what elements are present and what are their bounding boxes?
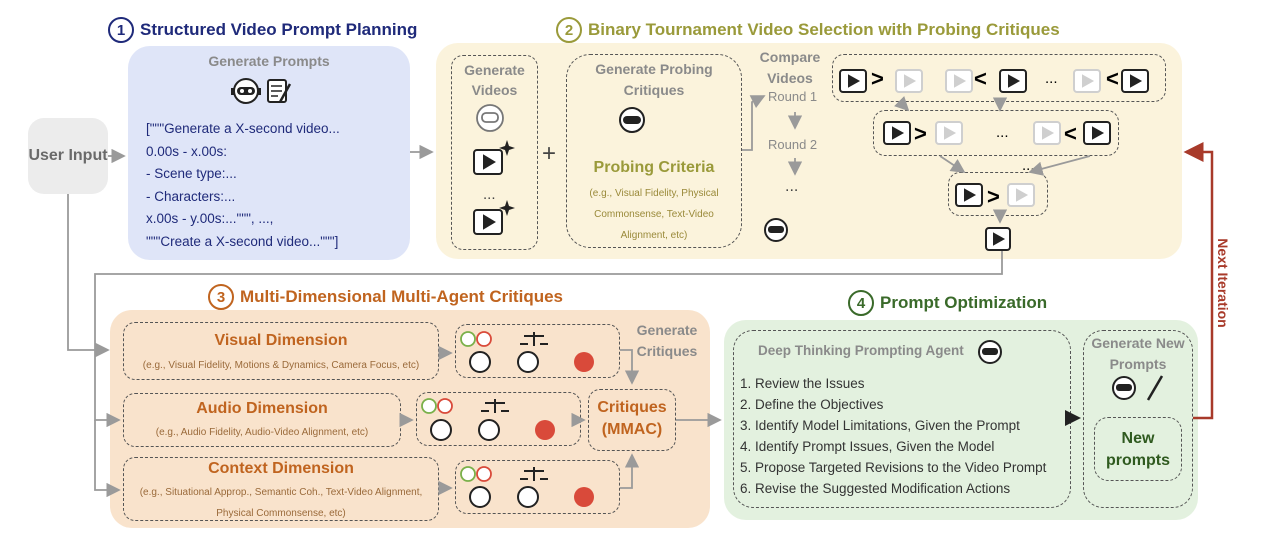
step-item: 1. Review the Issues [740, 376, 865, 391]
round-2-label: Round 2 [768, 137, 818, 152]
probing-header: Generate Probing Critiques [595, 61, 713, 98]
step-item: 4. Identify Prompt Issues, Given the Mod… [740, 439, 995, 454]
next-iteration-wrap: Next Iteration [1203, 230, 1243, 340]
user-input-label: User Input [28, 147, 108, 164]
compare-symbol: < [1106, 66, 1119, 91]
prompt-line: """Create a X-second video..."""] [146, 233, 339, 249]
section-4-title: 4 Prompt Optimization [848, 290, 1047, 316]
section-1-label: Structured Video Prompt Planning [140, 20, 418, 39]
prompt-line: - Characters:... [146, 188, 236, 204]
section-2-title: 2 Binary Tournament Video Selection with… [556, 17, 1060, 43]
visual-dimension-box: Visual Dimension (e.g., Visual Fidelity,… [123, 322, 439, 380]
mmac-box: Critiques (MMAC) [588, 389, 676, 451]
round-1-label: Round 1 [768, 89, 818, 104]
probing-box: Generate Probing Critiques Probing Crite… [566, 54, 742, 248]
audio-dimension-title: Audio Dimension [196, 400, 328, 417]
agent-steps: 1. Review the Issues 2. Define the Objec… [740, 373, 1046, 499]
prompt-line: ["""Generate a X-second video... [146, 121, 340, 136]
prompt-line: 0.00s - x.00s: [146, 143, 228, 159]
new-prompts-inner: New prompts [1094, 417, 1182, 481]
agent-box: Deep Thinking Prompting Agent 1. Review … [733, 330, 1071, 508]
prompt-planning-panel: Generate Prompts ["""Generate a X-second… [128, 46, 410, 260]
compare-ellipsis: ... [996, 124, 1009, 141]
audio-dimension-sub: (e.g., Audio Fidelity, Audio-Video Align… [155, 427, 369, 438]
context-agents-box [455, 460, 620, 514]
new-prompts-label: New prompts [1106, 430, 1170, 469]
section-1-title: 1 Structured Video Prompt Planning [108, 17, 417, 43]
section-4-number: 4 [848, 290, 874, 316]
compare-symbol: > [987, 184, 1000, 209]
section-2-label: Binary Tournament Video Selection with P… [588, 20, 1060, 39]
section-2-number: 2 [556, 17, 582, 43]
compare-ellipsis: ... [1045, 70, 1058, 87]
compare-symbol: > [871, 66, 884, 91]
prompt-text: ["""Generate a X-second video... 0.00s -… [146, 118, 340, 253]
new-prompts-header: Generate New Prompts [1091, 335, 1185, 372]
tournament-panel [436, 43, 1182, 259]
plus-sign: + [542, 140, 557, 167]
step-item: 6. Revise the Suggested Modification Act… [740, 481, 1011, 496]
compare-symbol: < [1064, 121, 1077, 146]
section-3-title: 3 Multi-Dimensional Multi-Agent Critique… [208, 284, 563, 310]
step-item: 3. Identify Model Limitations, Given the… [740, 418, 1020, 433]
generate-videos-box: Generate Videos [451, 55, 538, 250]
probing-criteria-title: Probing Criteria [593, 159, 715, 176]
compare-symbol: < [974, 66, 987, 91]
new-prompts-box: Generate New Prompts New prompts [1083, 330, 1193, 508]
section-4-label: Prompt Optimization [880, 293, 1048, 312]
visual-dimension-sub: (e.g., Visual Fidelity, Motions & Dynami… [142, 360, 420, 371]
agent-label: Deep Thinking Prompting Agent [758, 343, 964, 358]
round-ellipsis: ... [785, 178, 799, 195]
user-input-box: User Input [28, 118, 108, 194]
compare-ellipsis: ... [1022, 157, 1035, 174]
arrow-user-to-critiques [67, 194, 110, 358]
mmac-label: Critiques (MMAC) [597, 399, 667, 438]
audio-agents-box [416, 392, 581, 446]
audio-dimension-box: Audio Dimension (e.g., Audio Fidelity, A… [123, 393, 401, 447]
step-item: 5. Propose Targeted Revisions to the Vid… [740, 460, 1047, 475]
section-1-number: 1 [108, 17, 134, 43]
prompt-line: x.00s - y.00s:...""", ..., [146, 211, 274, 226]
generate-videos-label: Generate Videos [464, 62, 525, 98]
next-iteration-label: Next Iteration [1215, 238, 1231, 328]
generate-prompts-label: Generate Prompts [208, 53, 330, 69]
probing-criteria-sub: (e.g., Visual Fidelity, Physical Commons… [589, 188, 719, 241]
step-item: 2. Define the Objectives [740, 397, 884, 412]
prompt-line: - Scene type:... [146, 166, 237, 181]
context-dimension-box: Context Dimension (e.g., Situational App… [123, 457, 439, 521]
section-3-number: 3 [208, 284, 234, 310]
generate-critiques-label: Generate Critiques [636, 322, 698, 359]
prompt-robot-icon [230, 76, 292, 111]
context-dimension-sub: (e.g., Situational Approp., Semantic Coh… [139, 487, 423, 519]
visual-dimension-title: Visual Dimension [214, 332, 348, 349]
compare-symbol: > [914, 121, 927, 146]
section-3-label: Multi-Dimensional Multi-Agent Critiques [240, 287, 563, 306]
videos-ellipsis: ... [483, 186, 496, 203]
context-dimension-title: Context Dimension [208, 460, 354, 477]
visual-agents-box [455, 324, 620, 378]
compare-videos-label: Compare Videos [759, 49, 821, 86]
